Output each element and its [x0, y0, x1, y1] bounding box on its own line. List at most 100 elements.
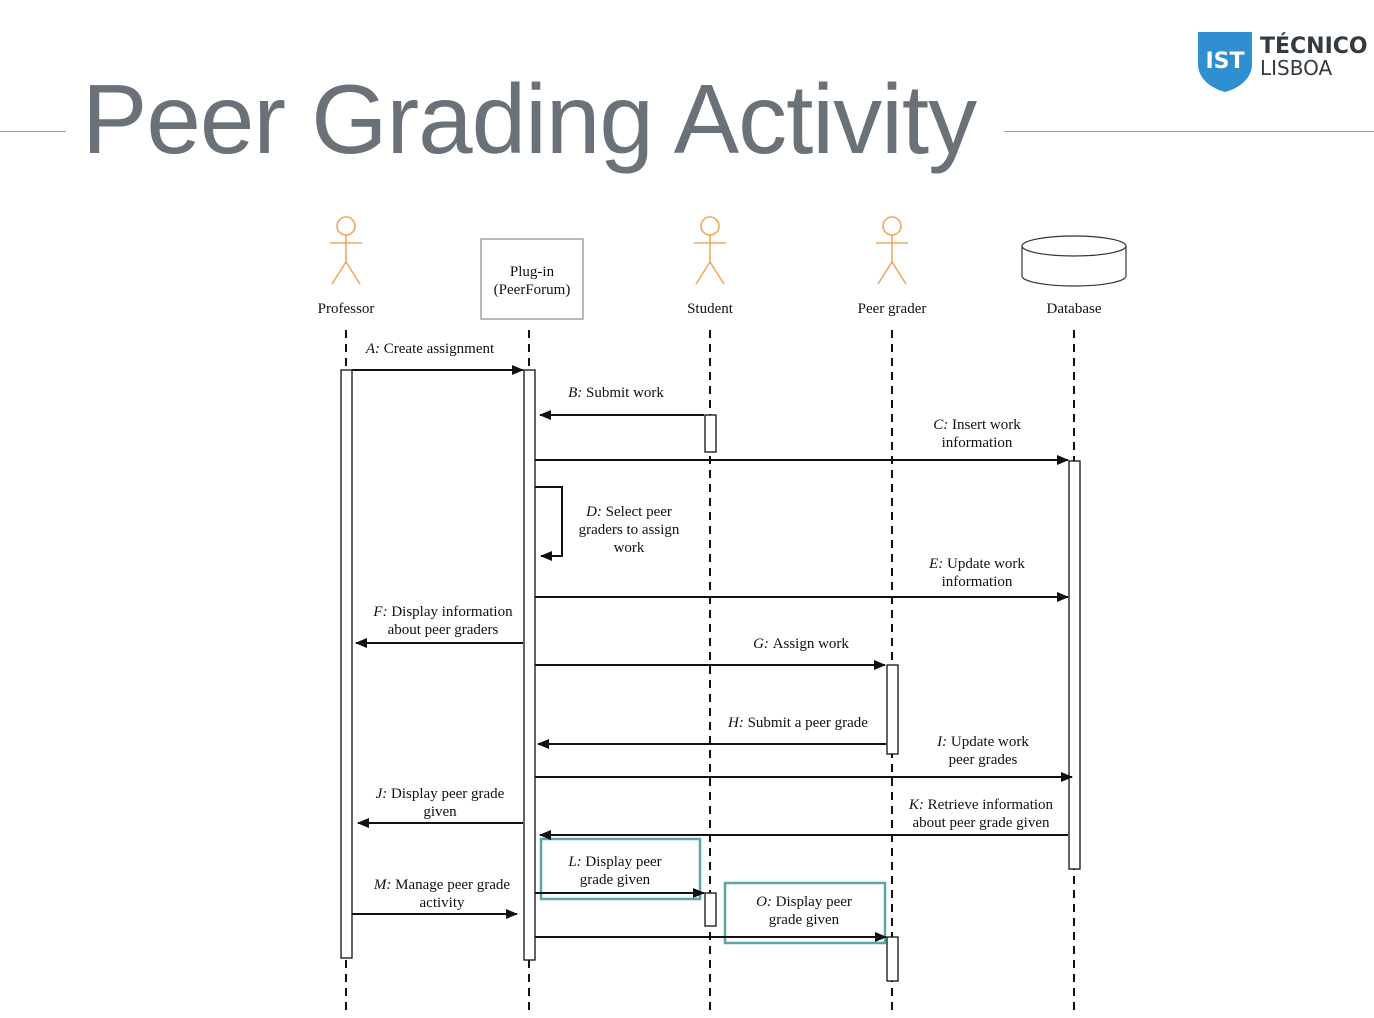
- participant-professor: Professor: [318, 216, 375, 317]
- message-label: H: Submit a peer grade: [727, 715, 868, 731]
- actor-leg-left: [695, 261, 711, 285]
- message-label: F: Display information: [372, 604, 513, 620]
- logo-line2: LISBOA: [1260, 56, 1333, 80]
- participant-label: Database: [1047, 301, 1102, 317]
- message-text: Assign work: [773, 636, 850, 652]
- message-key: L:: [567, 854, 585, 870]
- self-message-arrow: [535, 486, 563, 561]
- message-label: J: Display peer grade: [376, 786, 505, 802]
- title-rule-left: [0, 131, 66, 132]
- activation-bar-database: [1068, 460, 1081, 870]
- message-text: Insert work: [952, 417, 1021, 433]
- tecnico-logo: IST: [1198, 32, 1252, 92]
- message-text: Display information: [391, 604, 513, 620]
- message-label: L: Display peer: [567, 854, 661, 870]
- message-key: K:: [908, 797, 928, 813]
- participant-database: Database: [1021, 235, 1127, 317]
- message-label: information: [942, 574, 1013, 590]
- message-label: B: Submit work: [568, 385, 664, 401]
- actor-leg-left: [877, 261, 893, 285]
- message-G: G: Assign work: [535, 636, 886, 670]
- participant-label: Peer grader: [858, 301, 927, 317]
- database-body: [1021, 246, 1127, 287]
- svg-text:IST: IST: [1205, 49, 1244, 74]
- participant-label: Plug-in: [510, 264, 555, 280]
- participant-student: Student: [687, 216, 734, 317]
- message-label: I: Update work: [936, 734, 1029, 750]
- participant-box: [480, 238, 584, 320]
- activation-bar-peer: [886, 936, 899, 982]
- message-I: I: Update work peer grades: [535, 734, 1073, 782]
- activation-bar-student: [704, 892, 717, 927]
- message-F: F: Display information about peer graders: [355, 604, 523, 648]
- message-text: Select peer: [606, 504, 672, 520]
- actor-leg-right: [891, 261, 907, 285]
- slide-title: Peer Grading Activity: [82, 64, 977, 174]
- message-L: L: Display peer grade given: [535, 854, 705, 898]
- activation-bar-professor: [340, 369, 353, 959]
- actor-head: [336, 216, 356, 236]
- logo-line1: TÉCNICO: [1260, 34, 1368, 59]
- actor-head: [700, 216, 720, 236]
- message-label: G: Assign work: [753, 636, 849, 652]
- message-text: Submit a peer grade: [748, 715, 869, 731]
- message-label: given: [423, 804, 457, 820]
- message-label: about peer grade given: [912, 815, 1050, 831]
- activation-bar-plugin: [523, 369, 536, 961]
- participant-label: Professor: [318, 301, 375, 317]
- message-B: B: Submit work: [539, 385, 704, 420]
- message-label: O: Display peer: [756, 894, 852, 910]
- message-J: J: Display peer grade given: [357, 786, 523, 828]
- highlight-box-L: [539, 837, 702, 901]
- message-text: Submit work: [586, 385, 664, 401]
- message-key: I:: [936, 734, 951, 750]
- message-key: E:: [928, 556, 947, 572]
- message-key: F:: [372, 604, 391, 620]
- highlight-box-O: [723, 881, 887, 945]
- message-label: work: [614, 540, 645, 556]
- message-label: about peer graders: [388, 622, 499, 638]
- message-label: information: [942, 435, 1013, 451]
- message-label: graders to assign: [579, 522, 680, 538]
- message-K: K: Retrieve information about peer grade …: [539, 797, 1068, 840]
- message-text: Display peer: [585, 854, 661, 870]
- message-label: grade given: [580, 872, 651, 888]
- participant-label-2: (PeerForum): [494, 282, 571, 298]
- message-E: E: Update work information: [535, 556, 1069, 602]
- actor-leg-right: [709, 261, 725, 285]
- message-label: activity: [420, 895, 465, 911]
- message-key: D:: [585, 504, 606, 520]
- database-top: [1021, 235, 1127, 257]
- activation-bar-peer: [886, 664, 899, 755]
- message-key: M:: [373, 877, 395, 893]
- message-label: K: Retrieve information: [908, 797, 1054, 813]
- shield-icon: [1198, 32, 1252, 92]
- message-text: Create assignment: [384, 341, 495, 357]
- message-label: E: Update work: [928, 556, 1025, 572]
- title-rule-right: [1004, 131, 1374, 132]
- participant-peer: Peer grader: [858, 216, 927, 317]
- message-label: D: Select peer: [585, 504, 672, 520]
- activation-bar-student: [704, 414, 717, 453]
- message-text: Display peer grade: [391, 786, 505, 802]
- participant-plugin: Plug-in (PeerForum): [480, 238, 584, 320]
- message-key: J:: [376, 786, 391, 802]
- message-key: H:: [727, 715, 748, 731]
- message-A: A: Create assignment: [352, 341, 524, 375]
- message-M: M: Manage peer grade activity: [352, 877, 518, 919]
- message-C: C: Insert work information: [535, 417, 1069, 465]
- message-label: M: Manage peer grade: [373, 877, 511, 893]
- message-H: H: Submit a peer grade: [537, 715, 886, 749]
- message-label: A: Create assignment: [365, 341, 495, 357]
- message-text: Retrieve information: [928, 797, 1054, 813]
- message-text: Display peer: [776, 894, 852, 910]
- actor-head: [882, 216, 902, 236]
- message-label: peer grades: [949, 752, 1018, 768]
- participant-label: Student: [687, 301, 734, 317]
- message-key: A:: [365, 341, 384, 357]
- message-key: G:: [753, 636, 773, 652]
- message-label: C: Insert work: [933, 417, 1021, 433]
- message-text: Manage peer grade: [395, 877, 510, 893]
